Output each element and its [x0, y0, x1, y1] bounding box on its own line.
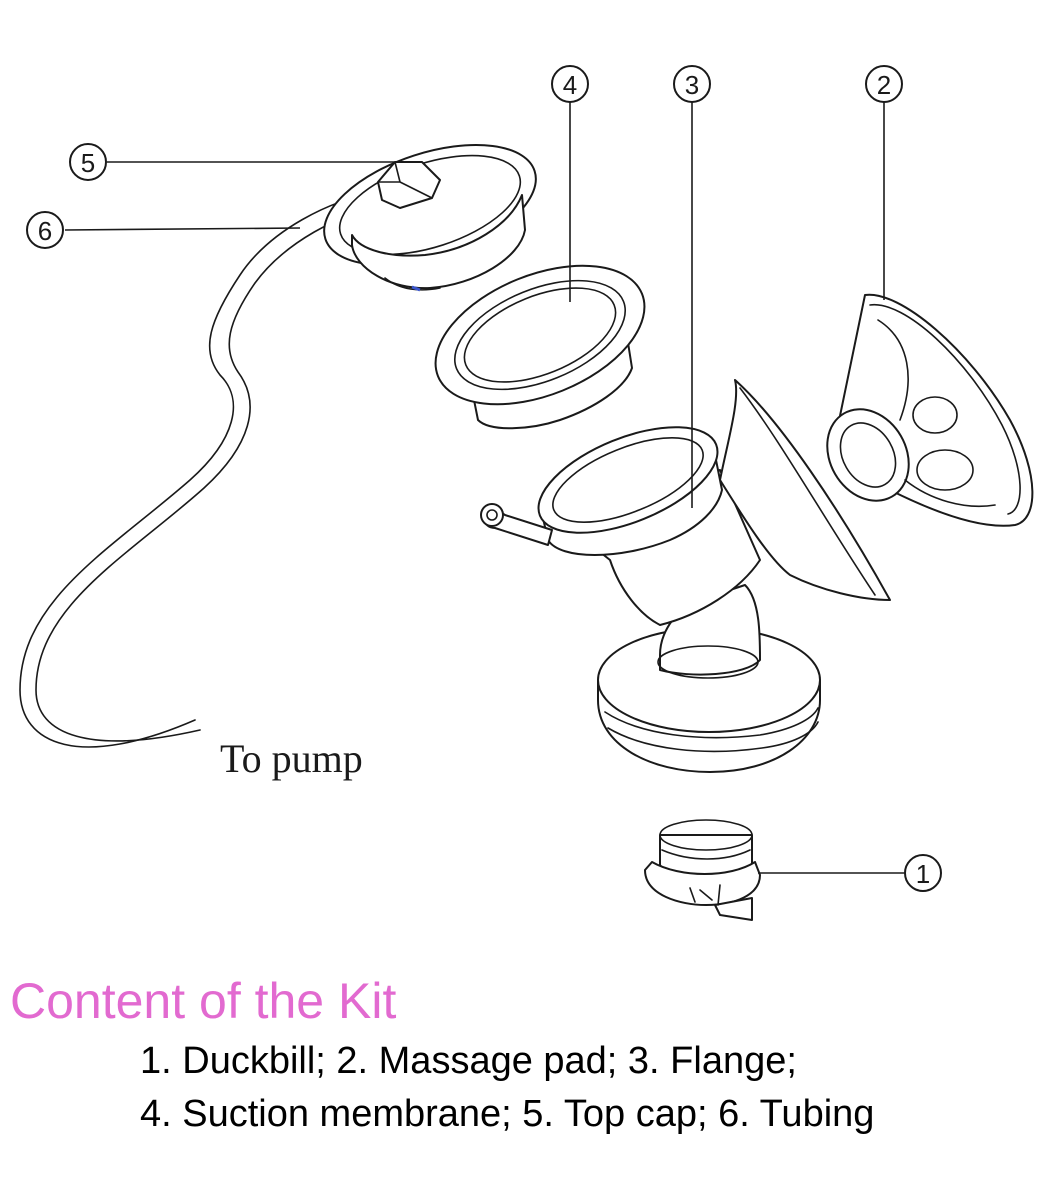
- kit-title: Content of the Kit: [10, 973, 397, 1029]
- callout-3: 3: [673, 65, 711, 103]
- callout-2: 2: [865, 65, 903, 103]
- callout-6: 6: [26, 211, 64, 249]
- callout-5-label: 5: [81, 148, 95, 178]
- leader-lines: [64, 102, 905, 874]
- callout-3-label: 3: [685, 70, 699, 100]
- top-cap-part: [323, 143, 537, 292]
- duckbill-part: [644, 819, 761, 921]
- callout-5: 5: [69, 143, 107, 181]
- callout-1-label: 1: [916, 859, 930, 889]
- to-pump-label: To pump: [220, 736, 363, 781]
- kit-contents-line-2: 4. Suction membrane; 5. Top cap; 6. Tubi…: [140, 1093, 875, 1135]
- callout-6-label: 6: [38, 216, 52, 246]
- breast-pump-exploded-diagram: 1 2 3 4 5 6 To pump: [19, 65, 1034, 921]
- callout-1: 1: [904, 854, 942, 892]
- kit-contents-line-1: 1. Duckbill; 2. Massage pad; 3. Flange;: [140, 1040, 797, 1082]
- leader-6: [64, 227, 301, 231]
- tubing-part: [19, 191, 383, 748]
- callout-2-label: 2: [877, 70, 891, 100]
- callout-4-label: 4: [563, 70, 577, 100]
- flange-part: [480, 379, 891, 773]
- suction-membrane-part: [434, 264, 646, 430]
- callout-4: 4: [551, 65, 589, 103]
- massage-pad-part: [826, 293, 1034, 527]
